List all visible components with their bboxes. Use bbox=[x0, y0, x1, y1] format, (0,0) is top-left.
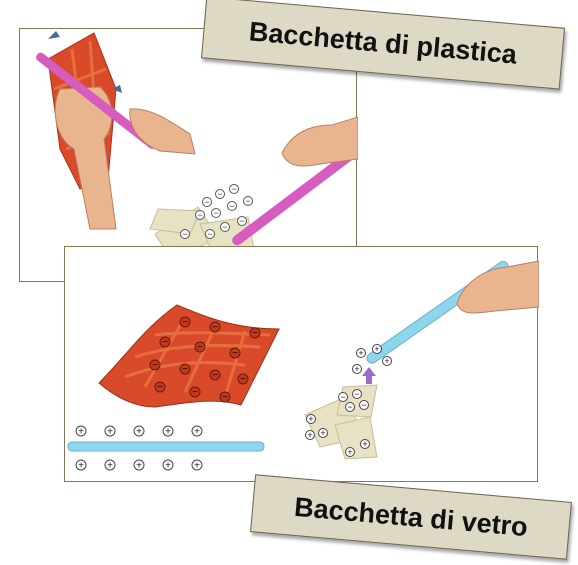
svg-text:−: − bbox=[207, 229, 212, 239]
svg-text:−: − bbox=[152, 360, 158, 371]
rub-arrow-icon bbox=[48, 31, 60, 39]
svg-text:−: − bbox=[157, 382, 163, 393]
svg-text:−: − bbox=[182, 317, 188, 328]
svg-text:−: − bbox=[197, 342, 203, 353]
svg-text:+: + bbox=[384, 356, 389, 366]
svg-text:+: + bbox=[107, 427, 113, 438]
svg-text:−: − bbox=[192, 387, 198, 398]
svg-text:+: + bbox=[78, 461, 84, 472]
svg-text:−: − bbox=[182, 364, 188, 375]
glass-rod-label: Bacchetta di vetro bbox=[250, 474, 572, 559]
hand-holding-plastic-rod bbox=[282, 117, 358, 166]
svg-text:+: + bbox=[362, 439, 367, 449]
svg-text:+: + bbox=[308, 414, 313, 424]
glass-rod-illustration: −−− −−− −−−− −−− +++++ +++++ bbox=[65, 247, 539, 483]
svg-text:+: + bbox=[194, 427, 200, 438]
svg-text:−: − bbox=[217, 189, 222, 199]
svg-text:−: − bbox=[252, 328, 258, 339]
attraction-arrow-icon bbox=[362, 367, 376, 384]
hand-holding-glass-rod bbox=[457, 261, 539, 313]
svg-text:−: − bbox=[212, 370, 218, 381]
svg-text:+: + bbox=[136, 427, 142, 438]
svg-text:+: + bbox=[347, 447, 352, 457]
svg-text:−: − bbox=[222, 392, 228, 403]
svg-text:−: − bbox=[212, 322, 218, 333]
svg-text:−: − bbox=[361, 400, 366, 410]
svg-text:+: + bbox=[165, 427, 171, 438]
svg-text:+: + bbox=[194, 461, 200, 472]
svg-text:−: − bbox=[240, 374, 246, 385]
svg-text:−: − bbox=[232, 348, 238, 359]
right-hand bbox=[130, 109, 195, 154]
svg-text:+: + bbox=[320, 428, 325, 438]
glass-rod-label-text: Bacchetta di vetro bbox=[293, 491, 529, 542]
svg-text:−: − bbox=[245, 196, 250, 206]
svg-text:−: − bbox=[213, 208, 218, 218]
svg-text:−: − bbox=[231, 184, 236, 194]
svg-text:−: − bbox=[229, 201, 234, 211]
svg-text:−: − bbox=[197, 210, 202, 220]
glass-rod-panel: −−− −−− −−−− −−− +++++ +++++ bbox=[64, 246, 538, 482]
svg-text:−: − bbox=[239, 216, 244, 226]
svg-text:−: − bbox=[354, 389, 359, 399]
svg-text:−: − bbox=[347, 402, 352, 412]
svg-text:−: − bbox=[162, 337, 168, 348]
svg-text:+: + bbox=[307, 430, 312, 440]
svg-text:+: + bbox=[165, 461, 171, 472]
svg-text:+: + bbox=[107, 461, 113, 472]
svg-text:+: + bbox=[136, 461, 142, 472]
svg-text:−: − bbox=[204, 197, 209, 207]
svg-text:+: + bbox=[354, 364, 359, 374]
svg-text:−: − bbox=[182, 229, 187, 239]
svg-text:+: + bbox=[374, 344, 379, 354]
svg-text:−: − bbox=[222, 222, 227, 232]
svg-text:+: + bbox=[78, 427, 84, 438]
svg-text:+: + bbox=[358, 348, 363, 358]
plastic-rod-label-text: Bacchetta di plastica bbox=[248, 16, 518, 70]
svg-text:−: − bbox=[340, 392, 345, 402]
glass-rod-charged bbox=[68, 442, 264, 451]
